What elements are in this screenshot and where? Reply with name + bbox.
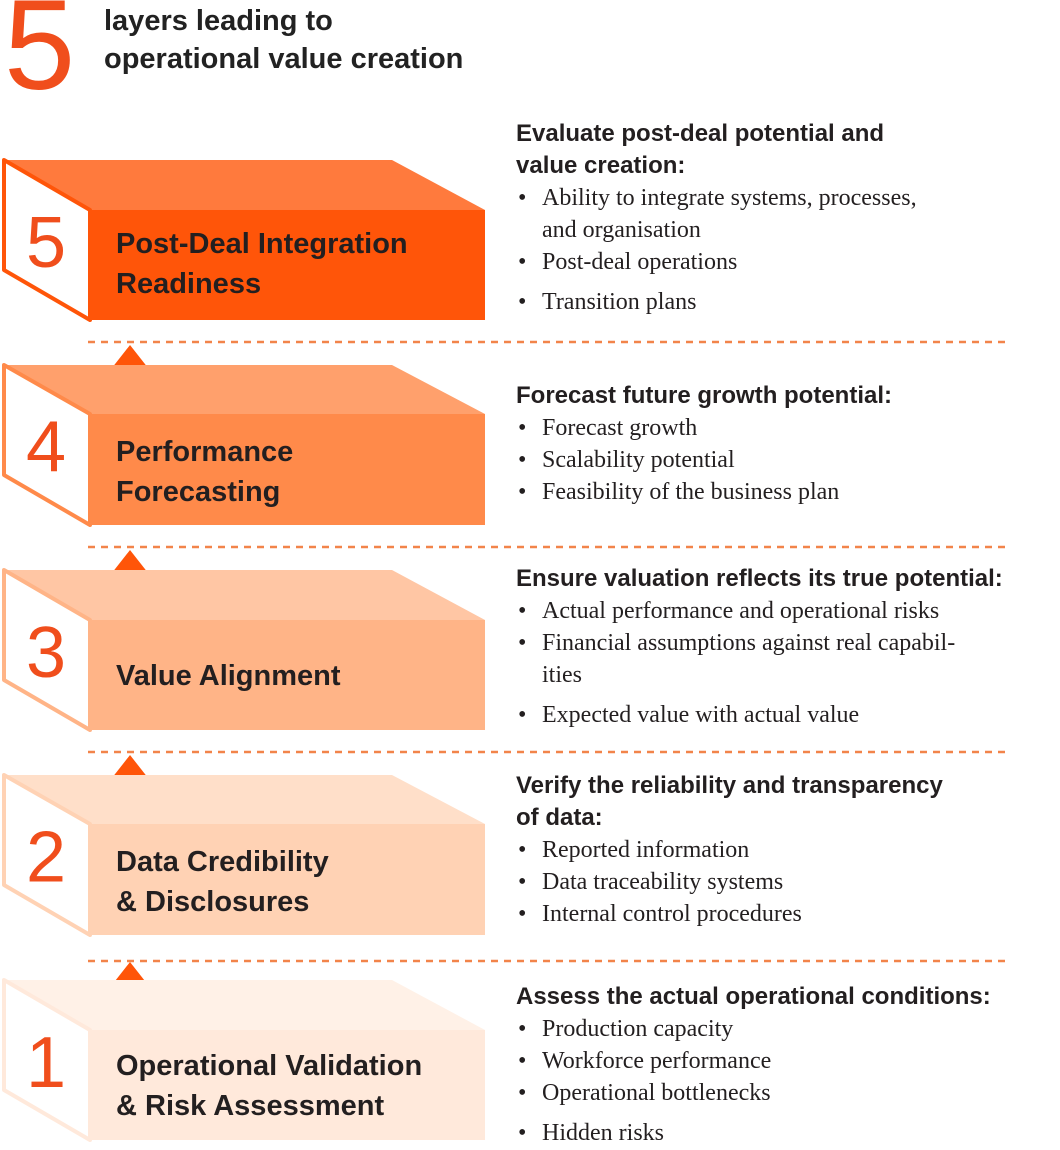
layer-5-label: Post-Deal Integration Readiness [116,228,408,300]
bullet-item: Feasibility of the business plan [516,476,1056,508]
layer-3-numeral: 3 [26,613,66,693]
layer-block-3: 3 [2,568,485,732]
layer-5-description: Evaluate post-deal potential and value c… [516,118,1056,318]
bullet-item: Post-deal operations [516,246,1056,278]
block-front-face [90,414,485,525]
layer-2-description: Verify the reliability and transparency … [516,770,1056,930]
layer-3-description: Ensure valuation reflects its true poten… [516,563,1056,731]
block-side-face [2,978,92,1142]
layer-1-description: Assess the actual operational conditions… [516,981,1056,1149]
bullet-item: Scalability potential [516,444,1056,476]
layer-5-bullets: Ability to integrate systems, processes,… [516,182,1056,318]
page-title: layers leading to operational value crea… [104,2,463,78]
bullet-item: Hidden risks [516,1117,1056,1149]
layer-3-heading: Ensure valuation reflects its true poten… [516,565,1003,592]
bullet-item: Transition plans [516,286,1056,318]
block-top-face [4,365,485,414]
block-front-face [90,824,485,935]
bullet-continuation: ities [542,662,582,688]
bullet-item: Ability to integrate systems, processes, [516,182,1056,214]
title-line-1: layers leading to [104,5,333,37]
layer-block-5: 5 [2,158,485,322]
bullet-item: Financial assumptions against real capab… [516,627,1056,659]
layer-1-label: Operational Validation & Risk Assessment [116,1050,423,1122]
block-front-face [90,1030,485,1140]
layer-4-heading: Forecast future growth potential: [516,382,893,409]
bullet-item: Data traceability systems [516,866,1056,898]
bullet-item: Internal control procedures [516,898,1056,930]
block-side-face [2,363,92,527]
header-big-number: 5 [4,0,76,117]
layer-4-description: Forecast future growth potential: Foreca… [516,380,1056,508]
block-top-face [4,775,485,824]
layer-4-bullets: Forecast growth Scalability potential Fe… [516,412,1056,508]
bullet-item: Expected value with actual value [516,699,1056,731]
block-front-face [90,210,485,320]
layer-1-bullets: Production capacity Workforce performanc… [516,1013,1056,1149]
layer-4-numeral: 4 [26,408,66,488]
block-side-face [2,158,92,322]
layer-3-label: Value Alignment [116,660,341,692]
bullet-item: Forecast growth [516,412,1056,444]
layer-block-2: 2 [2,773,485,937]
bullet-item: Reported information [516,834,1056,866]
bullet-item: Actual performance and operational risks [516,595,1056,627]
block-front-face [90,620,485,730]
layer-2-bullets: Reported information Data traceability s… [516,834,1056,930]
block-side-face [2,773,92,937]
layer-4-label: Performance Forecasting [116,436,294,508]
layer-2-heading: Verify the reliability and transparency … [516,772,943,831]
block-side-face [2,568,92,732]
bullet-item: Production capacity [516,1013,1056,1045]
bullet-continuation: and organisation [542,217,701,243]
layer-block-1: 1 [2,978,485,1142]
separators [88,340,1005,963]
layer-5-heading: Evaluate post-deal potential and value c… [516,120,885,179]
layer-1-numeral: 1 [26,1023,66,1103]
block-top-face [4,570,485,620]
bullet-item: Operational bottlenecks [516,1077,1056,1109]
layer-1-heading: Assess the actual operational conditions… [516,983,991,1010]
bullet-item: Workforce performance [516,1045,1056,1077]
layer-block-4: 4 [2,363,485,527]
layer-2-label: Data Credibility & Disclosures [116,846,329,918]
layer-2-numeral: 2 [26,818,66,898]
layer-blocks: 5 4 3 2 1 [2,158,485,1142]
block-top-face [4,980,485,1030]
layer-5-numeral: 5 [26,203,66,283]
title-line-2: operational value creation [104,43,464,75]
layer-3-bullets: Actual performance and operational risks… [516,595,1056,731]
block-top-face [4,160,485,210]
